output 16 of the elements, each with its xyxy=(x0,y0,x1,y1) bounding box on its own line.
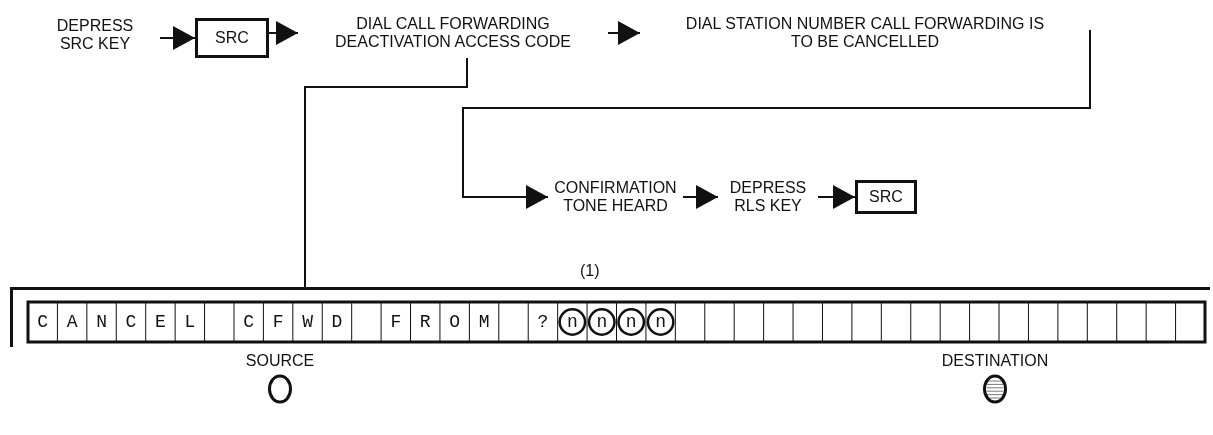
step-text: DEPRESS SRC KEY xyxy=(55,16,135,54)
indicator-label: DESTINATION xyxy=(941,352,1049,371)
indicator-label: SOURCE xyxy=(245,352,315,371)
connector-line xyxy=(304,57,468,288)
step-text: DEPRESS RLS KEY xyxy=(728,178,808,216)
arrow xyxy=(268,21,299,45)
arrow xyxy=(682,185,719,209)
arrow xyxy=(159,26,196,50)
step-text: DIAL CALL FORWARDING DEACTIVATION ACCESS CODE xyxy=(334,14,572,52)
arrow xyxy=(607,21,641,45)
key-box: SRC xyxy=(855,180,917,214)
step-text: DIAL STATION NUMBER CALL FORWARDING IS TO BE CANCELLED xyxy=(685,14,1045,52)
arrow xyxy=(817,185,856,209)
arrow xyxy=(462,29,1091,209)
key-box: SRC xyxy=(195,18,269,58)
step-text: CONFIRMATION TONE HEARD xyxy=(553,178,678,216)
